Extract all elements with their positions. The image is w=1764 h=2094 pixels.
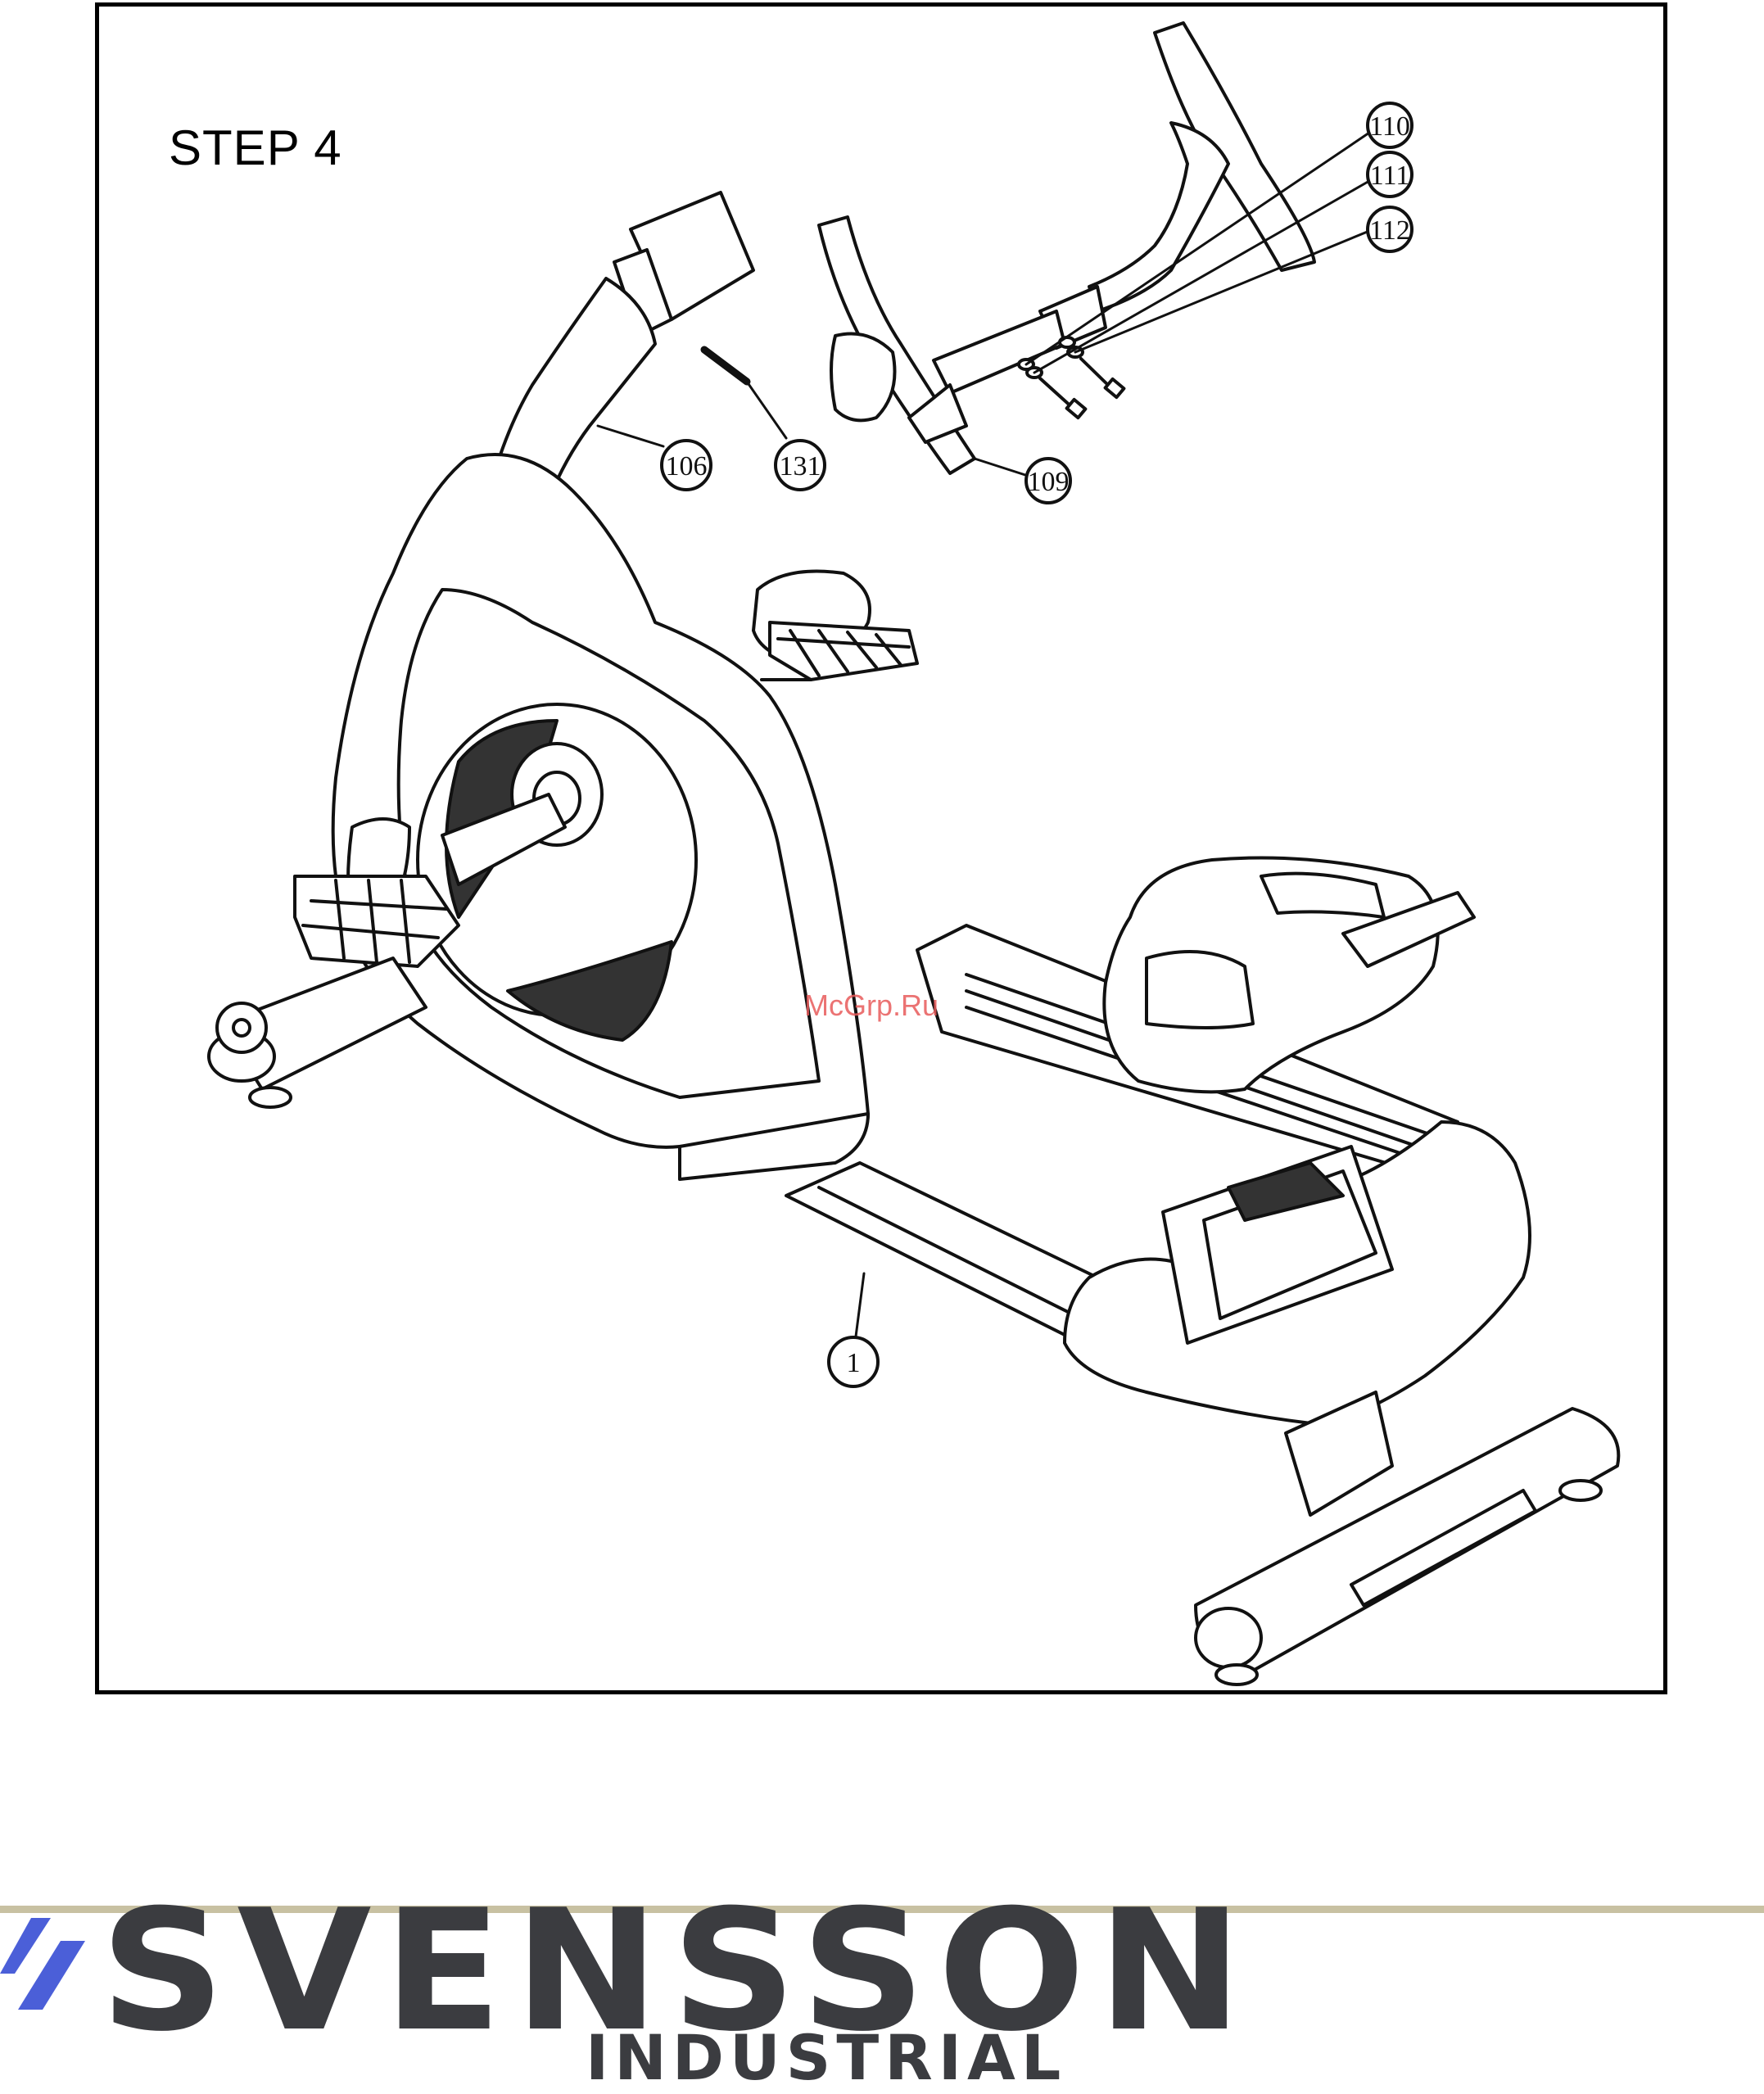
handlebar-part-109 [819,23,1314,473]
callout-106: 106 [666,451,708,482]
spring-part-131 [704,350,747,382]
callout-1: 1 [847,1348,861,1378]
callout-112: 112 [1369,215,1410,246]
callout-111: 111 [1370,161,1409,191]
console-housing [333,455,868,1179]
front-stabilizer [209,958,426,1107]
rear-stabilizer [1196,1392,1618,1685]
watermark: McGrp.Ru [804,988,939,1023]
right-pedal [753,572,917,681]
seat [1104,858,1474,1092]
rear-housing [1065,1122,1530,1425]
callout-110: 110 [1369,111,1410,142]
bike-assembly-drawing: 110 111 112 106 131 109 1 [0,0,1764,1703]
logo-slash-icon [0,1918,90,2016]
callout-131: 131 [780,451,821,482]
brand-tagline: INDUSTRIAL [586,2027,1066,2089]
callout-109: 109 [1028,467,1070,497]
main-frame-part-1 [786,1163,1097,1343]
